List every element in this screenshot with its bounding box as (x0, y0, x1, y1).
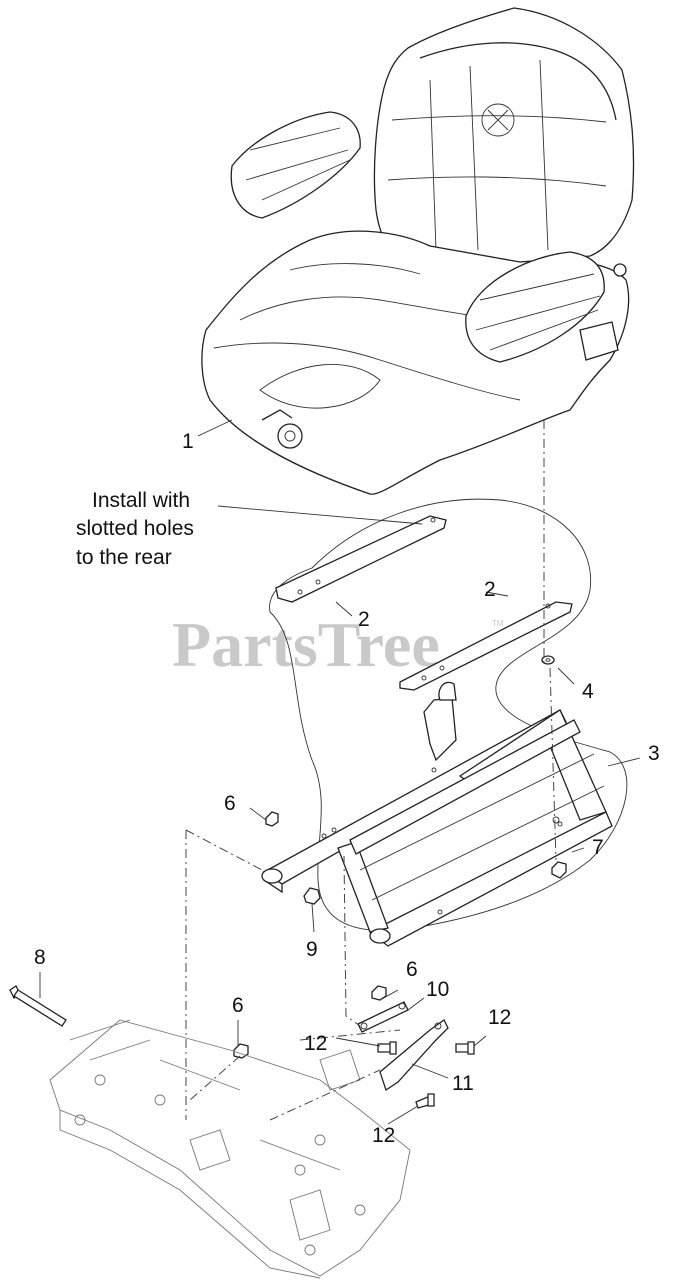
callout-link: 10 (426, 978, 449, 1001)
note-line-2: slotted holes (76, 517, 194, 540)
callout-frame: 3 (648, 742, 660, 765)
mower-chassis (49, 1019, 411, 1279)
seat-backrest (373, 7, 635, 273)
callout-bolt-a: 12 (304, 1032, 327, 1055)
leader-lines (39, 419, 641, 1125)
seat-adjust-knob (277, 423, 303, 449)
callout-nut-seat: 7 (592, 836, 604, 859)
bolt-link-b (455, 1041, 475, 1055)
seat-mount-frame (261, 681, 613, 947)
callout-nut-pivot: 9 (306, 938, 318, 961)
alignment-lines (185, 420, 557, 1121)
bolt-link-a (377, 1041, 397, 1055)
bolt-link-c (415, 1093, 435, 1109)
seat-slide-rail-right (399, 601, 573, 691)
callout-seat: 1 (182, 430, 194, 453)
callout-bolt-c: 12 (372, 1124, 395, 1147)
watermark-trademark: TM (492, 619, 504, 628)
note-line-3: to the rear (76, 546, 172, 569)
seat-link (357, 1001, 409, 1033)
callout-labels: 1 2 2 3 4 6 7 9 8 6 10 6 12 12 11 12 (34, 430, 660, 1147)
watermark-text: PartsTree (172, 609, 440, 680)
note-line-1: Install with (92, 489, 190, 512)
nut-frame-pivot (303, 887, 321, 905)
pivot-arm (379, 1019, 449, 1092)
nut-chassis (233, 1043, 249, 1059)
washer (541, 655, 555, 665)
kit-outline (269, 498, 628, 932)
callout-pivot-arm: 11 (452, 1072, 474, 1095)
nut-link-upper (371, 985, 387, 1001)
callout-nut-link: 6 (406, 958, 418, 981)
callout-washer: 4 (582, 680, 594, 703)
callout-nut-frame: 6 (224, 792, 236, 815)
callout-rail-right: 2 (484, 578, 496, 601)
install-note: Install with slotted holes to the rear (76, 489, 194, 569)
callout-bolt-b: 12 (488, 1006, 511, 1029)
callout-rail-left: 2 (358, 608, 370, 631)
long-bolt (9, 985, 67, 1027)
callout-nut-chassis: 6 (232, 994, 244, 1017)
nut-seat-front (551, 861, 567, 879)
callout-long-bolt: 8 (34, 946, 46, 969)
seat (201, 7, 635, 495)
watermark: PartsTree TM (172, 609, 504, 680)
seat-slide-rail-left (275, 515, 447, 603)
nut-frame-left (265, 811, 279, 827)
